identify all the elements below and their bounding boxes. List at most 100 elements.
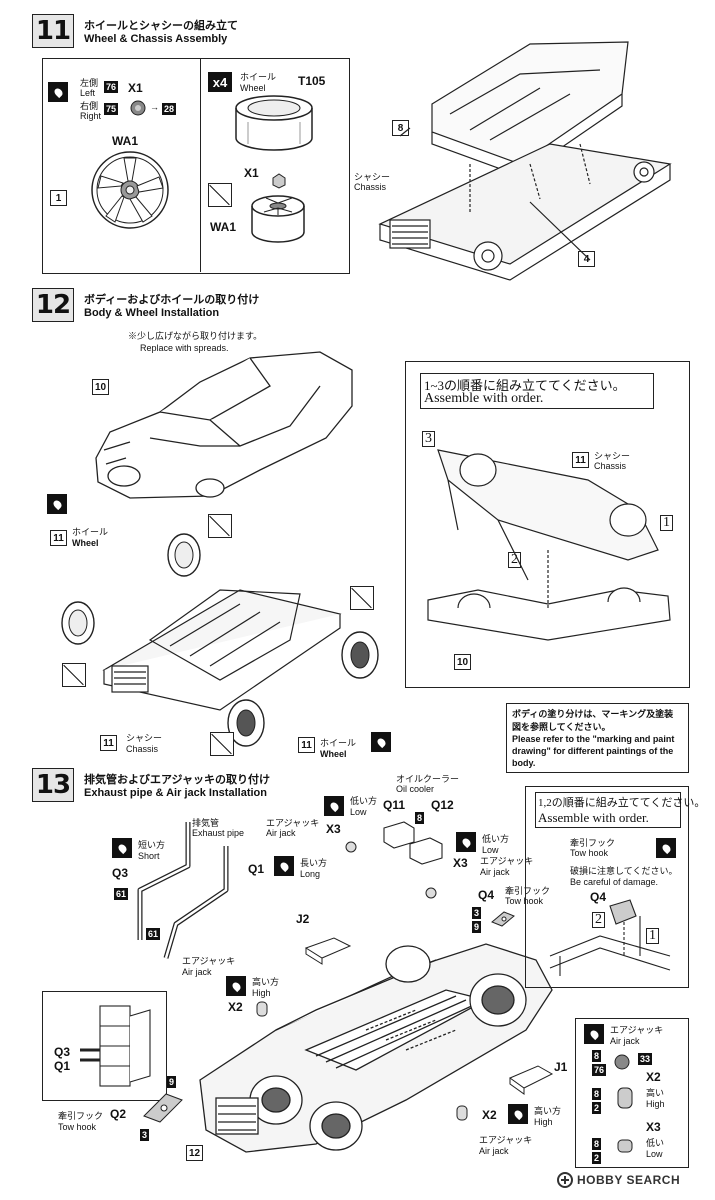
- order-note-13-en: Assemble with order.: [538, 810, 649, 825]
- paint-icon: [48, 82, 68, 102]
- legend-color-8b: 8: [592, 1088, 602, 1100]
- legend-color-8c: 8: [592, 1138, 602, 1150]
- order-13-step-1: 1: [646, 928, 659, 944]
- short-label-jp: 短い方: [138, 840, 166, 850]
- car-underbody-drawing: [199, 943, 553, 1153]
- x2-airjack-part: [256, 1001, 268, 1017]
- wheel-label-en: Wheel: [72, 538, 99, 548]
- step-11-number: 11: [32, 14, 74, 48]
- q4b-label: Q4: [590, 890, 607, 904]
- step-13-title-en: Exhaust pipe & Air jack Installation: [84, 787, 267, 799]
- legend-color-33: 33: [638, 1053, 653, 1065]
- paint-icon: [371, 732, 391, 752]
- x3-label: X3: [326, 822, 341, 836]
- x3-airjack-part: [345, 841, 357, 853]
- towhook-label-jp: 牽引フック: [505, 886, 551, 896]
- wheel2-label-jp: ホイール: [320, 738, 357, 748]
- paint-icon: [324, 796, 344, 816]
- hobby-search-watermark: HOBBY SEARCH: [577, 1173, 681, 1187]
- right-label-jp: 右側: [80, 101, 99, 111]
- legend-x2: X2: [646, 1070, 661, 1084]
- color-8-oilcooler: 8: [415, 812, 425, 824]
- no-glue-icon: [208, 514, 232, 538]
- order-note-box-13: [535, 792, 681, 828]
- wheel-label-en: Wheel: [240, 83, 266, 93]
- airjack3-label-en: Air jack: [182, 967, 212, 977]
- chassis-rollcage-drawing: [378, 41, 672, 281]
- x2b-label: X2: [482, 1108, 497, 1122]
- color-9-q2: 9: [167, 1076, 177, 1088]
- airjack-legend-box: [575, 1018, 689, 1168]
- q12-label: Q12: [431, 798, 454, 812]
- low2-label-en: Low: [482, 845, 499, 855]
- oilcooler-label-jp: オイルクーラー: [396, 774, 460, 784]
- oilcooler-label-en: Oil cooler: [396, 784, 435, 794]
- no-glue-icon: [208, 183, 232, 207]
- q1-label: Q1: [248, 862, 265, 876]
- callout-1: 1: [50, 190, 67, 206]
- step-13-title-jp: 排気管およびエアジャッキの取り付け: [84, 774, 271, 786]
- right-color-number: 75: [104, 103, 119, 115]
- airjack4-label-en: Air jack: [479, 1146, 509, 1156]
- low2-label-jp: 低い方: [482, 834, 510, 844]
- callout-11-wheel: 11: [50, 530, 67, 546]
- left-label-jp: 左側: [80, 78, 99, 88]
- right-label-en: Right: [80, 111, 102, 121]
- tire-front-right-drawing: [227, 699, 265, 747]
- airjack4-label-jp: エアジャッキ: [479, 1135, 533, 1145]
- callout-10: 10: [92, 379, 109, 395]
- spread-note-en: Replace with spreads.: [140, 343, 229, 353]
- legend-color-8: 8: [592, 1050, 602, 1062]
- paint-icon: [656, 838, 676, 858]
- chassis-label-en: Chassis: [126, 744, 159, 754]
- airjack2-label-en: Air jack: [480, 867, 510, 877]
- x2-label: X2: [228, 1000, 243, 1014]
- exhaust-pipes-drawing: [137, 822, 229, 959]
- airjack-label-en: Air jack: [266, 828, 296, 838]
- wheel-wa1-front-drawing: [91, 151, 169, 229]
- paint-note-box: [506, 703, 689, 773]
- tow-hook-q4-part: [491, 911, 515, 927]
- left-color-number: 76: [104, 81, 119, 93]
- airjack2-label-jp: エアジャッキ: [480, 856, 534, 866]
- wa1-label: WA1: [112, 134, 139, 148]
- order-13-step-2: 2: [592, 912, 605, 928]
- no-glue-icon: [62, 663, 86, 687]
- step-11-title-jp: ホイールとシャシーの組み立て: [84, 20, 238, 32]
- step-12-detail-frame: [405, 361, 690, 688]
- exhaust-label-en: Exhaust pipe: [192, 828, 245, 838]
- q1b-label: Q1: [54, 1059, 71, 1073]
- step-13-number: 13: [32, 768, 74, 802]
- color-3-towhook: 3: [472, 907, 482, 919]
- paint-icon: [456, 832, 476, 852]
- order-note-13-jp: 1,2の順番に組み立ててください。: [538, 797, 706, 809]
- x1b-label: X1: [244, 166, 259, 180]
- paint-note-jp: ボディの塗り分けは、マーキング及塗装図を参照してください。: [512, 709, 674, 732]
- high-label-en: High: [252, 988, 271, 998]
- legend-low-jp: 低い: [646, 1138, 665, 1148]
- callout-10-detail: 10: [454, 654, 471, 670]
- chassis-body-detail-drawing: [427, 449, 671, 641]
- callout-11-chassis: 11: [100, 735, 117, 751]
- chassis-with-cage-drawing: [102, 589, 342, 711]
- x1-label: X1: [128, 81, 143, 95]
- paint-note-en: Please refer to the "marking and paint d…: [512, 734, 675, 768]
- color-61-long: 61: [146, 928, 161, 940]
- towhook-label-en: Tow hook: [505, 896, 544, 906]
- left-label-en: Left: [80, 88, 96, 98]
- color-61-short: 61: [114, 888, 129, 900]
- high-label-jp: 高い方: [252, 977, 280, 987]
- step-12-title-jp: ボディーおよびホイールの取り付け: [84, 294, 260, 306]
- legend-x3-part: [617, 1139, 633, 1153]
- high2-label-en: High: [534, 1117, 553, 1127]
- callout-11-detail: 11: [572, 452, 589, 468]
- low-label-jp: 低い方: [350, 796, 378, 806]
- order-note-box: [420, 373, 654, 409]
- no-glue-icon: [210, 732, 234, 756]
- legend-color-76: 76: [592, 1064, 607, 1076]
- callout-12: 12: [186, 1145, 203, 1161]
- short-label-en: Short: [138, 851, 160, 861]
- wheel-wa1-side-drawing: [251, 195, 305, 243]
- paint-icon: [508, 1104, 528, 1124]
- tow-hook-detail-drawing: [549, 899, 671, 976]
